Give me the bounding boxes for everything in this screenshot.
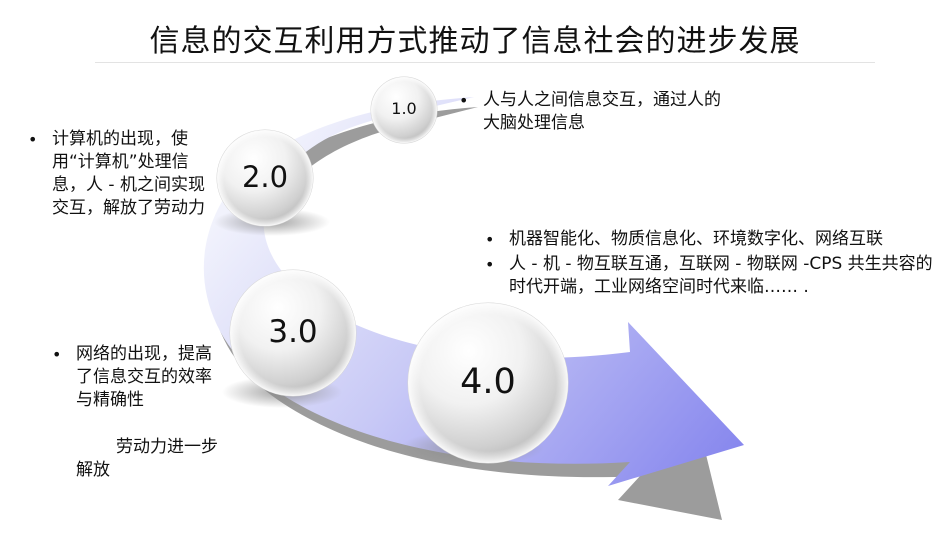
stage-2-label: 2.0 (241, 160, 289, 194)
stage-3-note-item: 网络的出现，提高了信息交互的效率与精确性 (48, 343, 223, 412)
stage-1-sphere (370, 76, 438, 144)
stage-2-notes: 计算机的出现，使用“计算机”处理信息，人 - 机之间实现交互，解放了劳动力 (24, 128, 219, 220)
slide-title: 信息的交互利用方式推动了信息社会的进步发展 (149, 24, 801, 59)
stage-3-sphere (229, 269, 357, 397)
stage-2-sphere (216, 129, 314, 227)
stage-4-note-item: 机器智能化、物质信息化、环境数字化、网络互联 (481, 228, 936, 251)
stage-3-notes: 网络的出现，提高了信息交互的效率与精确性 (48, 343, 223, 412)
stage-4-notes: 机器智能化、物质信息化、环境数字化、网络互联 人 - 机 - 物互联互通，互联网… (481, 228, 936, 299)
stage-4-label: 4.0 (460, 362, 516, 402)
stage-1-notes: 人与人之间信息交互，通过人的大脑处理信息 (455, 89, 730, 135)
stage-4-note-item: 人 - 机 - 物互联互通，互联网 - 物联网 -CPS 共生共容的时代开端，工… (481, 253, 936, 299)
title-divider (95, 62, 875, 63)
stage-1-note-item: 人与人之间信息交互，通过人的大脑处理信息 (455, 89, 730, 135)
stage-2-note-item: 计算机的出现，使用“计算机”处理信息，人 - 机之间实现交互，解放了劳动力 (24, 128, 219, 220)
stage-4-sphere (407, 302, 569, 464)
stage-3-label: 3.0 (268, 314, 318, 350)
stage-1-label: 1.0 (391, 99, 417, 118)
stage-3-extra-note: 劳动力进一步解放 (76, 437, 218, 480)
